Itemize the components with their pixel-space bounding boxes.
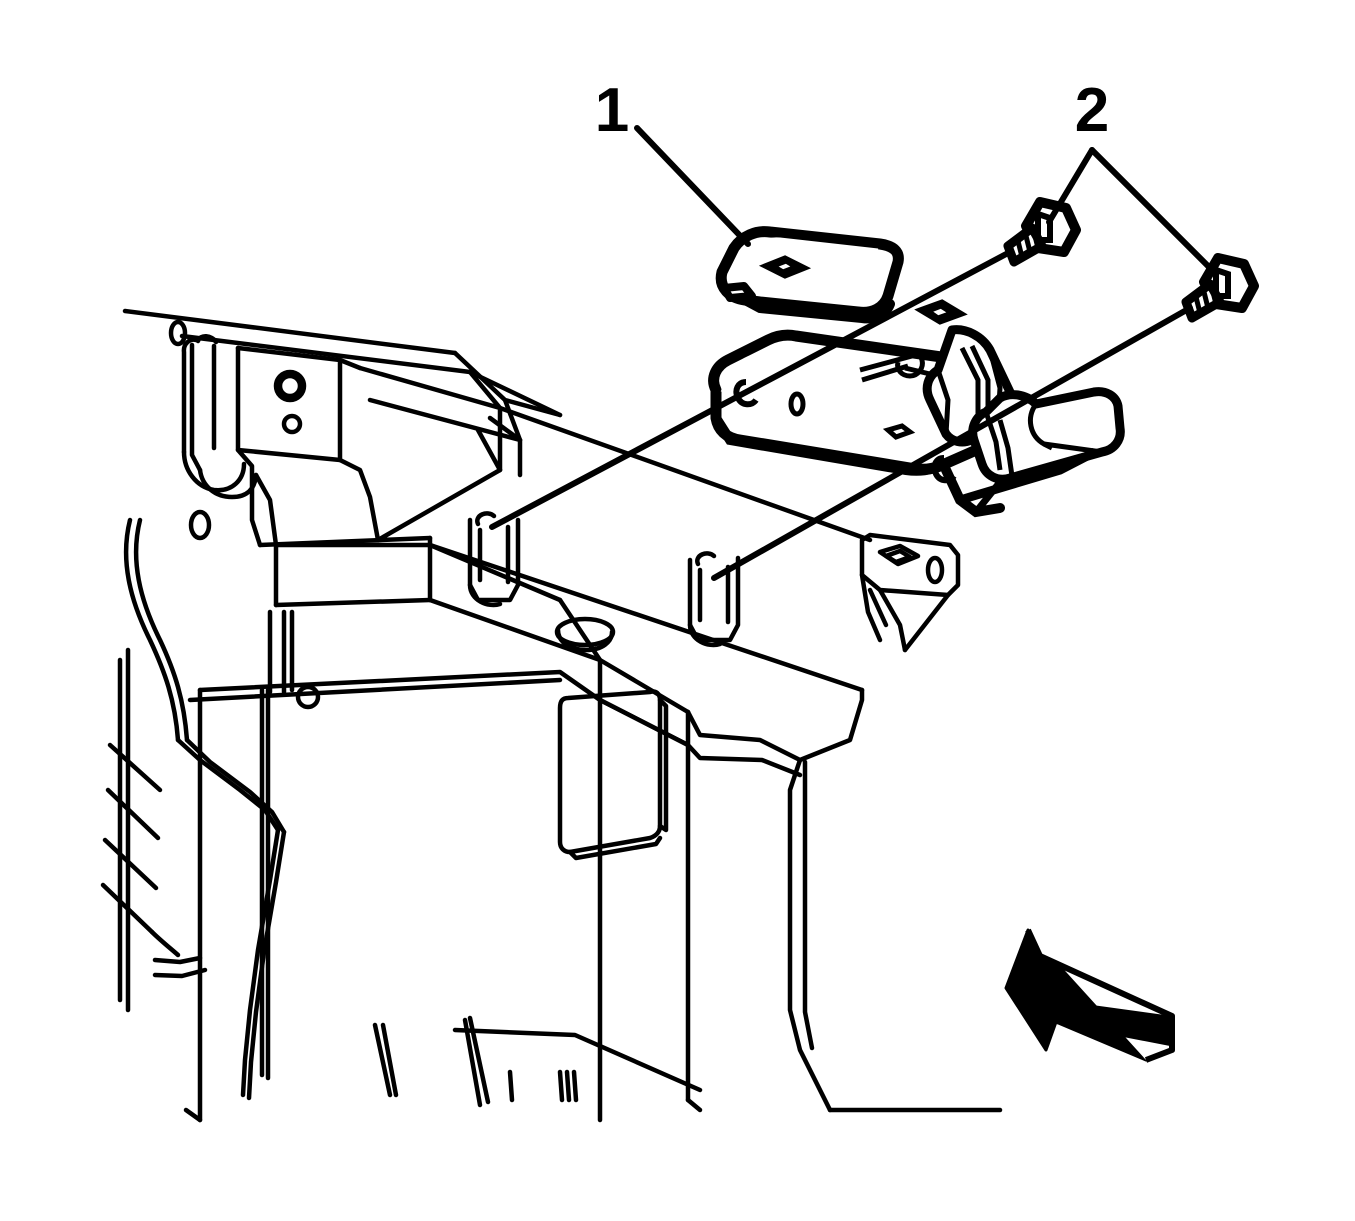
assembly-line-upper bbox=[489, 249, 1013, 530]
callout-label-2: 2 bbox=[1075, 76, 1109, 145]
direction-arrow-icon bbox=[1004, 928, 1175, 1063]
leader-line-2b bbox=[1089, 147, 1215, 273]
bracket-diamond-emboss bbox=[914, 299, 968, 325]
frame-structure bbox=[100, 308, 1003, 1123]
bracket-hole-2 bbox=[788, 391, 806, 417]
cover-plate bbox=[715, 226, 904, 324]
leader-lines bbox=[489, 125, 1215, 581]
leader-line-2a bbox=[1046, 147, 1095, 225]
panel-cutout bbox=[557, 689, 663, 855]
assembly-line-lower bbox=[711, 305, 1193, 581]
cover-diamond-emboss bbox=[758, 255, 812, 279]
bolt-upper bbox=[1003, 197, 1081, 267]
frame-hole-2 bbox=[273, 369, 307, 403]
bracket-hole-3 bbox=[882, 423, 916, 440]
frame-hole-4 bbox=[188, 509, 212, 541]
frame-hole-1 bbox=[168, 319, 188, 347]
frame-hole-5 bbox=[295, 684, 321, 710]
frame-hole-3 bbox=[281, 413, 303, 435]
bolt-lower bbox=[1181, 253, 1259, 323]
tab-oval-hole bbox=[925, 555, 945, 585]
cover-locating-tab bbox=[720, 282, 756, 302]
leader-line-1 bbox=[634, 125, 751, 247]
callout-label-1: 1 bbox=[595, 76, 629, 145]
